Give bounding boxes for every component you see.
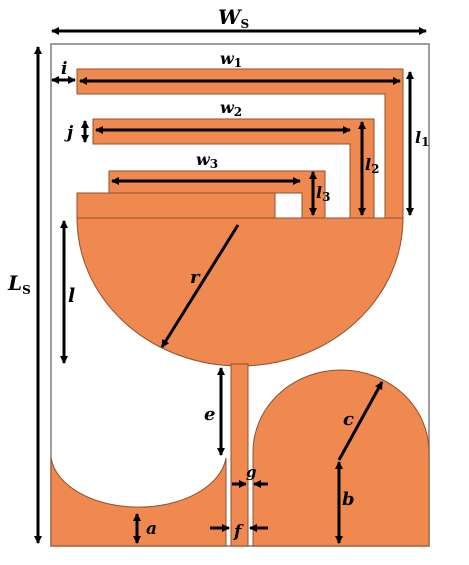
j-label: j bbox=[64, 123, 74, 143]
ws-label: WS bbox=[218, 5, 249, 31]
connection-strip bbox=[76, 192, 276, 219]
a-label: a bbox=[146, 519, 157, 539]
w1-label: w1 bbox=[220, 49, 242, 70]
g-label: g bbox=[246, 463, 257, 481]
r-label: r bbox=[190, 267, 201, 288]
feed-line bbox=[230, 363, 249, 547]
l3-label: l3 bbox=[316, 183, 330, 204]
r-arrow bbox=[160, 224, 240, 348]
f-label: f bbox=[233, 522, 244, 542]
w3-label: w3 bbox=[196, 150, 218, 171]
i-label: i bbox=[61, 59, 67, 79]
b-label: b bbox=[342, 489, 355, 510]
e-label: e bbox=[204, 404, 215, 425]
w2-label: w2 bbox=[220, 98, 242, 119]
c-label: c bbox=[343, 409, 354, 430]
ground-plane-left bbox=[50, 457, 227, 547]
ls-label: LS bbox=[7, 271, 31, 297]
dimension-arrows bbox=[34, 27, 427, 544]
l2-label: l2 bbox=[365, 155, 379, 176]
l1-label: l1 bbox=[415, 128, 429, 149]
l-label: l bbox=[68, 285, 75, 307]
c-arrow bbox=[337, 381, 384, 461]
